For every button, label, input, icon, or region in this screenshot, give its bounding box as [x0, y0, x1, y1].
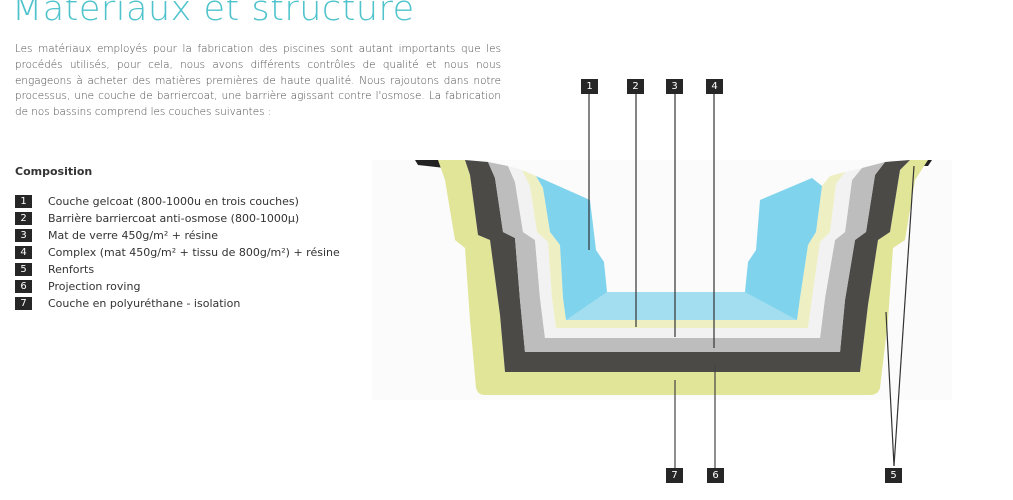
legend-label: Projection roving: [48, 280, 141, 293]
intro-paragraph: Les matériaux employés pour la fabricati…: [15, 43, 501, 119]
legend-badge: 1: [15, 195, 32, 208]
layer-polyurethane: [438, 160, 928, 395]
legend-badge: 6: [15, 280, 32, 293]
leader-line-5b: [893, 165, 915, 467]
callout-label-6: 6: [707, 468, 724, 483]
layer-mat: [508, 166, 862, 338]
layer-barriercoat: [522, 170, 845, 328]
legend-badge: 3: [15, 229, 32, 242]
layer-gelcoat: [536, 176, 822, 320]
legend-label: Couche en polyuréthane - isolation: [48, 297, 241, 310]
callout-label-7: 7: [666, 468, 683, 483]
layer-complex: [488, 162, 885, 352]
leader-line-5a: [885, 311, 895, 467]
callout-label-5: 5: [885, 468, 902, 483]
legend-label: Barrière barriercoat anti-osmose (800-10…: [48, 212, 300, 225]
callout-label-3: 3: [666, 79, 683, 94]
composition-title: Composition: [15, 165, 93, 178]
layer-roving: [465, 160, 910, 372]
legend-item: 3 Mat de verre 450g/m² + résine: [15, 227, 340, 244]
legend-badge: 4: [15, 246, 32, 259]
legend-badge: 5: [15, 263, 32, 276]
legend-label: Mat de verre 450g/m² + résine: [48, 229, 219, 242]
legend-item: 5 Renforts: [15, 261, 340, 278]
legend-item: 1 Couche gelcoat (800-1000u en trois couc…: [15, 193, 340, 210]
legend-item: 2 Barrière barriercoat anti-osmose (800-1…: [15, 210, 340, 227]
callout-label-2: 2: [627, 79, 644, 94]
legend-badge: 7: [15, 297, 32, 310]
pool-floor: [566, 292, 797, 320]
legend-item: 4 Complex (mat 450g/m² + tissu de 800g/m²…: [15, 244, 340, 261]
legend-label: Renforts: [48, 263, 95, 276]
legend-item: 7 Couche en polyuréthane - isolation: [15, 295, 340, 312]
callout-label-1: 1: [581, 79, 598, 94]
legend-label: Complex (mat 450g/m² + tissu de 800g/m²)…: [48, 246, 340, 259]
page-title: Matériaux et structure: [12, 0, 415, 29]
composition-legend: 1 Couche gelcoat (800-1000u en trois couc…: [15, 193, 340, 312]
rim-left: [415, 160, 445, 168]
legend-badge: 2: [15, 212, 32, 225]
legend-label: Couche gelcoat (800-1000u en trois couch…: [48, 195, 299, 208]
callout-label-4: 4: [706, 79, 723, 94]
legend-item: 6 Projection roving: [15, 278, 340, 295]
